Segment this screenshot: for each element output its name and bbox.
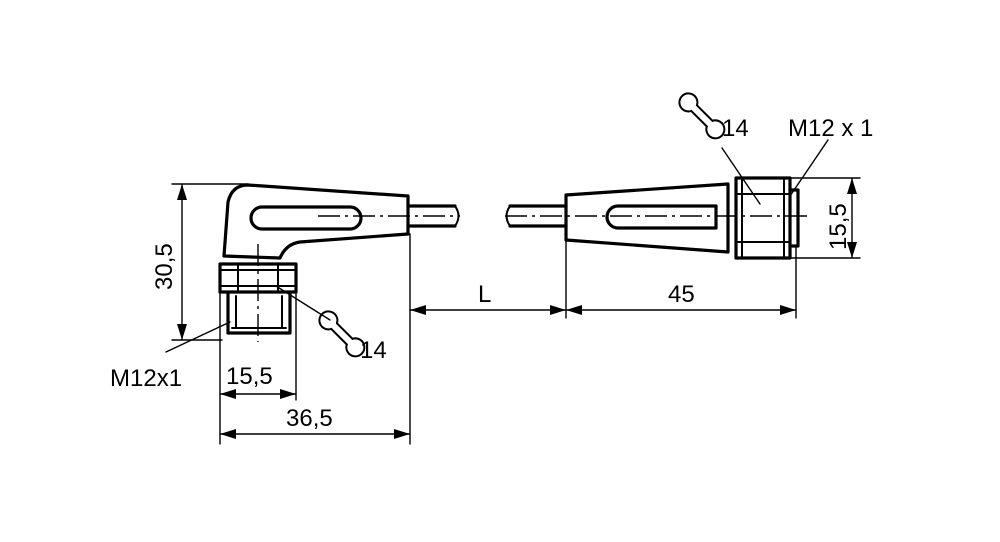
right-wrench-size-label: 14 <box>722 115 749 142</box>
right-hex-nut <box>734 176 792 260</box>
right-thread-label: M12 x 1 <box>788 115 873 142</box>
left-thread-label: M12x1 <box>110 365 182 392</box>
dimension-lines <box>165 139 861 445</box>
left-thread <box>226 290 292 335</box>
left-nut-width-label: 15,5 <box>226 363 273 390</box>
right-connector-slot <box>605 204 718 230</box>
right-nut-height-label: 15,5 <box>825 203 852 250</box>
wrench-icon <box>678 92 726 140</box>
left-connector-body <box>222 183 410 260</box>
wrench-icon <box>318 310 366 358</box>
left-cable <box>318 204 460 228</box>
left-angled-connector <box>218 183 410 342</box>
left-connector-slot <box>249 205 363 231</box>
right-straight-connector <box>505 176 812 260</box>
cable-length-label: L <box>478 281 491 308</box>
left-height-label: 30,5 <box>151 243 178 290</box>
left-total-width-label: 36,5 <box>286 405 333 432</box>
left-wrench-size-label: 14 <box>360 337 387 364</box>
right-connector-body <box>564 182 730 254</box>
right-length-label: 45 <box>668 281 695 308</box>
